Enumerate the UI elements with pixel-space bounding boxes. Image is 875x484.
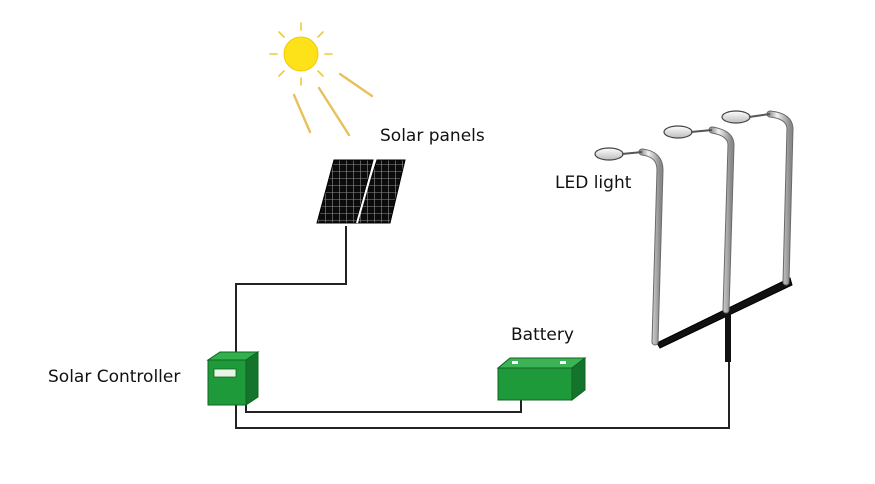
led-light-label: LED light <box>555 173 632 193</box>
led-street-lights <box>594 110 794 362</box>
sun-icon <box>269 22 333 86</box>
street-light-pole <box>663 125 735 314</box>
solar-panels <box>316 159 406 224</box>
street-light-pole <box>594 147 664 346</box>
wiring <box>235 226 730 429</box>
solar-controller-box <box>206 351 260 406</box>
solar-panels-label: Solar panels <box>380 126 485 146</box>
sun-ray-lines <box>292 72 374 137</box>
street-light-pole <box>721 110 794 286</box>
battery-label: Battery <box>511 325 574 345</box>
solar-controller-label: Solar Controller <box>48 367 181 387</box>
battery-box <box>496 356 587 402</box>
